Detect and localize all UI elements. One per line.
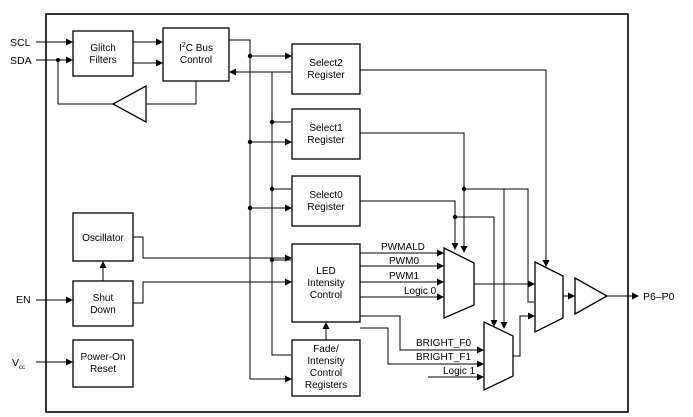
bright-f0-label: BRIGHT_F0 bbox=[416, 338, 471, 349]
vcc-label: Vcc bbox=[12, 357, 25, 371]
bright-mux-inputs: BRIGHT_F0 BRIGHT_F1 Logic 1 bbox=[360, 315, 484, 381]
fade-label-3: Control bbox=[310, 368, 342, 379]
fade-intensity-registers-block: Fade/ Intensity Control Registers bbox=[291, 339, 361, 397]
select-wiring bbox=[360, 69, 575, 357]
logic0-label: Logic 0 bbox=[404, 286, 437, 297]
shutdown-label-2: Down bbox=[90, 305, 116, 316]
oscillator-block: Oscillator bbox=[72, 212, 134, 262]
pwmald-label: PWMALD bbox=[381, 242, 425, 253]
clock-wiring bbox=[99, 236, 330, 340]
glitch-filters-block: Glitch Filters bbox=[72, 30, 134, 77]
fade-label-4: Registers bbox=[305, 380, 347, 391]
shutdown-label-1: Shut bbox=[93, 293, 114, 304]
led-label-1: LED bbox=[316, 266, 335, 277]
glitch-filters-label-1: Glitch bbox=[90, 43, 116, 54]
select1-register-block: Select1 Register bbox=[291, 108, 361, 160]
scl-label: SCL bbox=[10, 37, 31, 49]
led-label-2: Intensity bbox=[307, 278, 344, 289]
output-buffer-icon bbox=[574, 276, 609, 316]
select2-label-2: Register bbox=[307, 70, 345, 81]
logic1-label: Logic 1 bbox=[443, 366, 476, 377]
select1-label-2: Register bbox=[307, 135, 345, 146]
oscillator-label: Oscillator bbox=[82, 233, 124, 244]
glitch-filters-label-2: Filters bbox=[89, 55, 116, 66]
fade-label-2: Intensity bbox=[307, 356, 344, 367]
device-boundary bbox=[45, 13, 629, 413]
shutdown-block: Shut Down bbox=[72, 280, 134, 327]
output-pins-label: P6–P0 bbox=[643, 291, 675, 303]
pwm-mux-inputs: PWMALD PWM0 PWM1 Logic 0 bbox=[360, 242, 444, 301]
select0-register-block: Select0 Register bbox=[291, 175, 361, 227]
bus-wiring bbox=[56, 38, 292, 383]
mux-pwm-icon bbox=[443, 246, 475, 319]
sda-label: SDA bbox=[10, 55, 32, 67]
mux-output-icon bbox=[534, 260, 564, 334]
led-label-3: Control bbox=[310, 290, 342, 301]
i2c-bus-control-block: I2C Bus Control bbox=[162, 27, 230, 82]
select2-register-block: Select2 Register bbox=[291, 43, 361, 95]
select1-label-1: Select1 bbox=[309, 123, 343, 134]
pwm0-label: PWM0 bbox=[389, 256, 419, 267]
power-on-reset-block: Power-On Reset bbox=[72, 339, 134, 388]
fade-label-1: Fade/ bbox=[313, 344, 339, 355]
pwm1-label: PWM1 bbox=[389, 271, 419, 282]
feedback-buffer-icon bbox=[111, 84, 147, 124]
i2c-bus-label: I2C Bus bbox=[179, 42, 213, 54]
select2-label-1: Select2 bbox=[309, 58, 343, 69]
poweron-label-2: Reset bbox=[90, 364, 116, 375]
bright-f1-label: BRIGHT_F1 bbox=[416, 352, 471, 363]
poweron-label-1: Power-On bbox=[80, 352, 125, 363]
i2c-control-label: Control bbox=[180, 55, 212, 66]
led-intensity-control-block: LED Intensity Control bbox=[291, 243, 361, 323]
en-label: EN bbox=[16, 294, 31, 306]
mux-bright-icon bbox=[483, 320, 514, 392]
select0-label-2: Register bbox=[307, 202, 345, 213]
select0-label-1: Select0 bbox=[309, 190, 343, 201]
